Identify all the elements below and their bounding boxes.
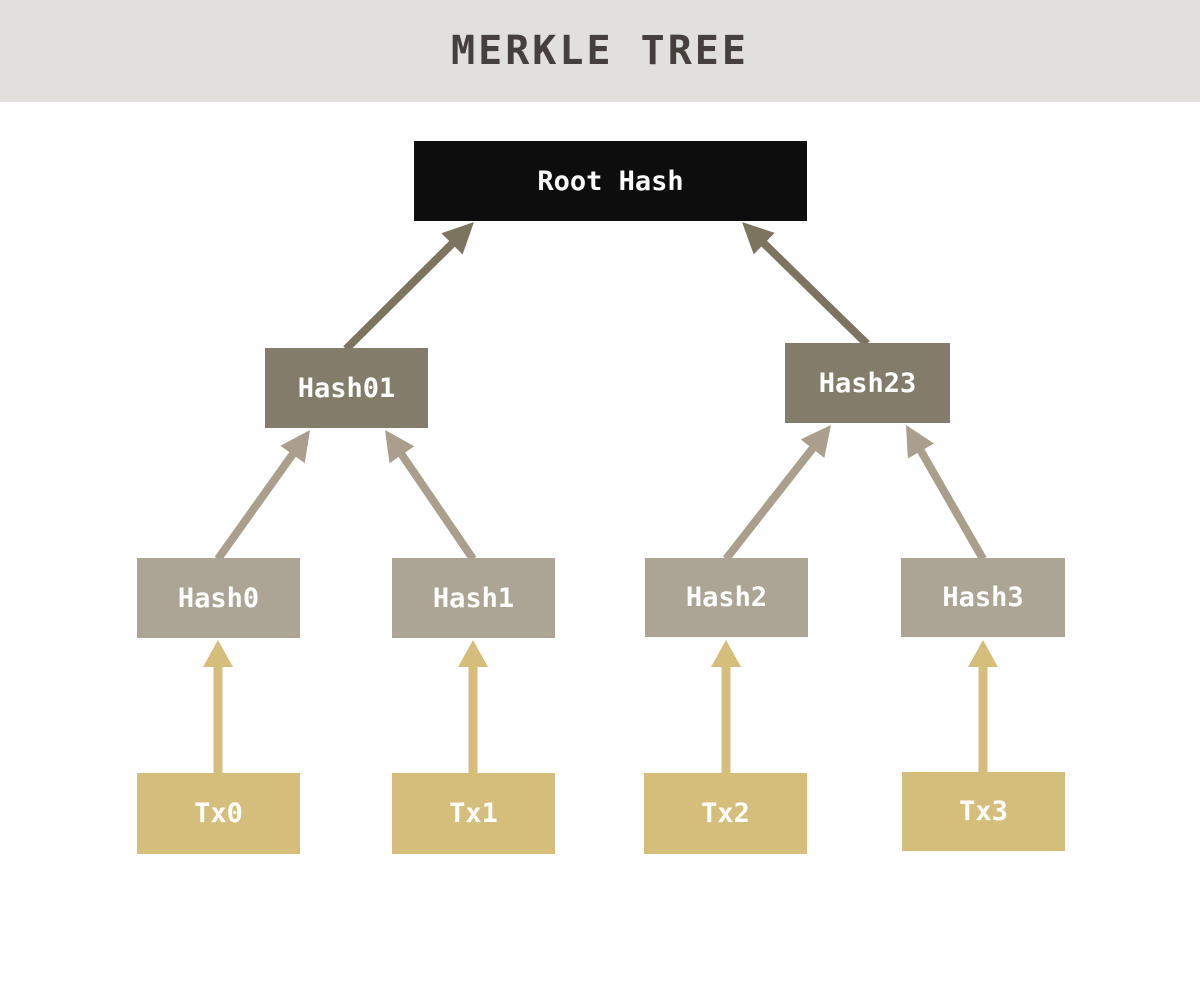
node-hash01: Hash01 [265, 348, 428, 428]
node-hash0: Hash0 [137, 558, 300, 638]
arrow-tx2-to-hash2 [711, 640, 741, 774]
arrow-hash3-to-hash23 [906, 425, 987, 561]
node-tx3: Tx3 [902, 772, 1065, 851]
arrow-hash2-to-hash23 [722, 425, 831, 562]
arrow-tx3-to-hash3 [968, 640, 998, 773]
arrow-hash0-to-hash01 [214, 430, 310, 562]
diagram-title: MERKLE TREE [451, 28, 749, 74]
arrow-hash1-to-hash01 [385, 430, 477, 562]
node-root-hash: Root Hash [414, 141, 807, 221]
arrow-hash23-to-root [742, 222, 870, 347]
header-bar: MERKLE TREE [0, 0, 1200, 102]
node-hash2: Hash2 [645, 558, 808, 637]
node-hash23: Hash23 [785, 343, 950, 423]
node-hash3: Hash3 [901, 558, 1065, 637]
arrow-tx0-to-hash0 [203, 640, 233, 774]
arrow-tx1-to-hash1 [458, 640, 488, 774]
node-hash1: Hash1 [392, 558, 555, 638]
node-tx1: Tx1 [392, 773, 555, 854]
node-tx2: Tx2 [644, 773, 807, 854]
node-tx0: Tx0 [137, 773, 300, 854]
arrow-hash01-to-root [343, 222, 474, 352]
